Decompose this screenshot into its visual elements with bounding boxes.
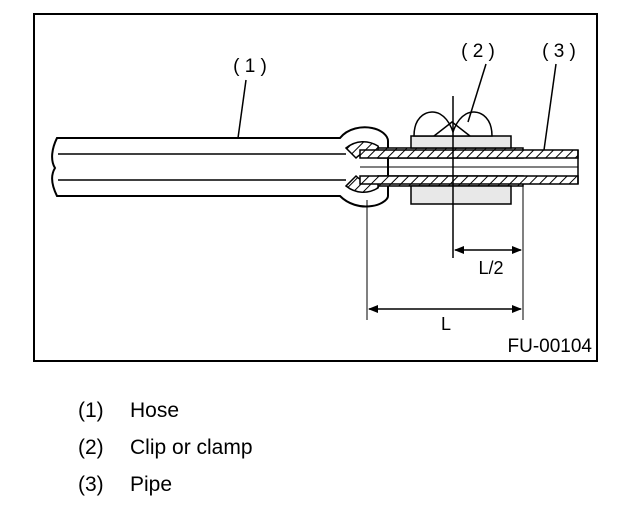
- leader-1: [237, 79, 247, 139]
- legend-number: (2): [78, 436, 104, 459]
- hose-clamp-diagram: ( 1 ) ( 2 ) ( 3 ) L/2 L FU-00104: [33, 13, 598, 362]
- legend-label: Pipe: [130, 473, 173, 496]
- legend-label: Hose: [130, 399, 180, 422]
- dimension-half-label: L/2: [478, 258, 503, 278]
- leader-3: [543, 63, 557, 151]
- legend-item-clip: (2) Clip or clamp: [78, 429, 253, 466]
- legend-label: Clip or clamp: [130, 436, 253, 459]
- figure-code: FU-00104: [508, 336, 593, 357]
- legend: (1) Hose (2) Clip or clamp (3) Pipe: [78, 392, 253, 503]
- callout-hose: ( 1 ): [233, 56, 267, 77]
- leader-2: [467, 63, 487, 123]
- legend-number: (3): [78, 473, 104, 496]
- clamp: [410, 111, 512, 205]
- legend-item-hose: (1) Hose: [78, 392, 253, 429]
- pipe: [359, 149, 579, 185]
- dimension-full-label: L: [441, 314, 451, 334]
- legend-item-pipe: (3) Pipe: [78, 466, 253, 503]
- legend-number: (1): [78, 399, 104, 422]
- callout-pipe: ( 3 ): [542, 41, 576, 62]
- figure-border: [33, 13, 598, 362]
- diagram-svg: ( 1 ) ( 2 ) ( 3 ) L/2 L FU-00104: [33, 13, 598, 362]
- callout-clip: ( 2 ): [461, 41, 495, 62]
